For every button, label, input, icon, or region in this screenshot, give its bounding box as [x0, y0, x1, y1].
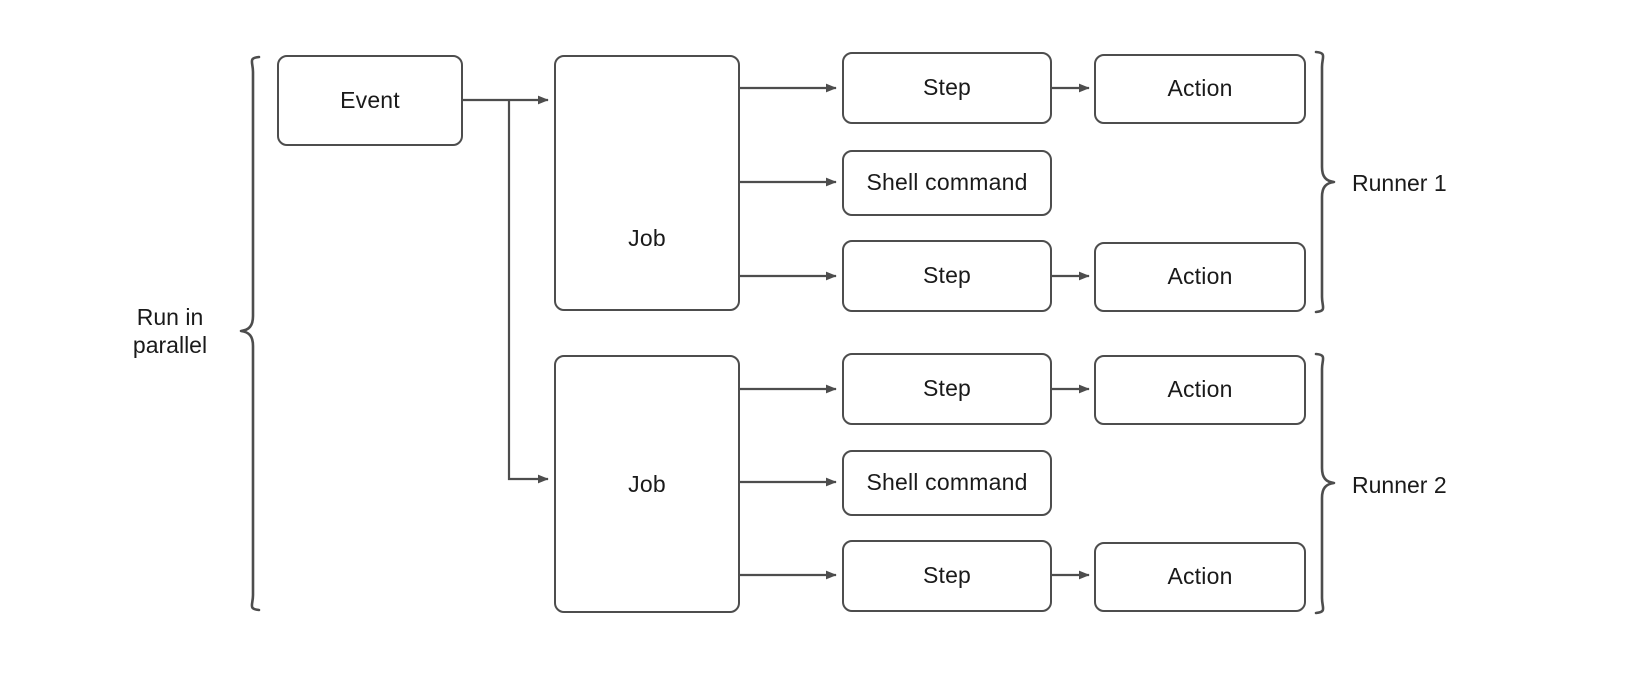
run-in-parallel-label: Run in parallel — [132, 304, 208, 359]
node-runner2-action-1-label: Action — [1167, 376, 1233, 403]
node-runner2-step-2[interactable]: Step — [842, 540, 1052, 612]
node-runner2-action-2[interactable]: Action — [1094, 542, 1306, 612]
node-event[interactable]: Event — [277, 55, 463, 146]
node-runner2-shell-command[interactable]: Shell command — [842, 450, 1052, 516]
run-in-parallel-brace — [239, 55, 261, 612]
node-job-2[interactable]: Job — [554, 355, 740, 613]
node-runner1-step-2[interactable]: Step — [842, 240, 1052, 312]
node-runner2-step-1[interactable]: Step — [842, 353, 1052, 425]
node-runner2-action-1[interactable]: Action — [1094, 355, 1306, 425]
node-runner1-action-2-label: Action — [1167, 263, 1233, 290]
node-job-2-label: Job — [628, 471, 666, 497]
runner-2-brace — [1314, 352, 1336, 615]
node-runner1-step-2-label: Step — [922, 262, 972, 289]
node-runner1-action-2[interactable]: Action — [1094, 242, 1306, 312]
node-job-1[interactable]: Job — [554, 55, 740, 311]
node-runner2-action-2-label: Action — [1167, 563, 1233, 590]
node-runner2-shell-command-label: Shell command — [866, 469, 1028, 496]
node-runner1-step-1[interactable]: Step — [842, 52, 1052, 124]
node-job-1-label: Job — [628, 225, 666, 251]
runner-1-brace — [1314, 50, 1336, 314]
node-runner1-action-1[interactable]: Action — [1094, 54, 1306, 124]
node-runner1-action-1-label: Action — [1167, 75, 1233, 102]
node-runner1-step-1-label: Step — [922, 74, 972, 101]
runner-2-label: Runner 2 — [1352, 472, 1447, 498]
node-runner2-step-2-label: Step — [922, 562, 972, 589]
node-runner1-shell-command-label: Shell command — [866, 169, 1028, 196]
runner-1-label: Runner 1 — [1352, 170, 1447, 196]
edge-event-to-job-2 — [507, 100, 549, 484]
node-runner2-step-1-label: Step — [922, 375, 972, 402]
node-event-label: Event — [340, 86, 400, 113]
node-runner1-shell-command[interactable]: Shell command — [842, 150, 1052, 216]
